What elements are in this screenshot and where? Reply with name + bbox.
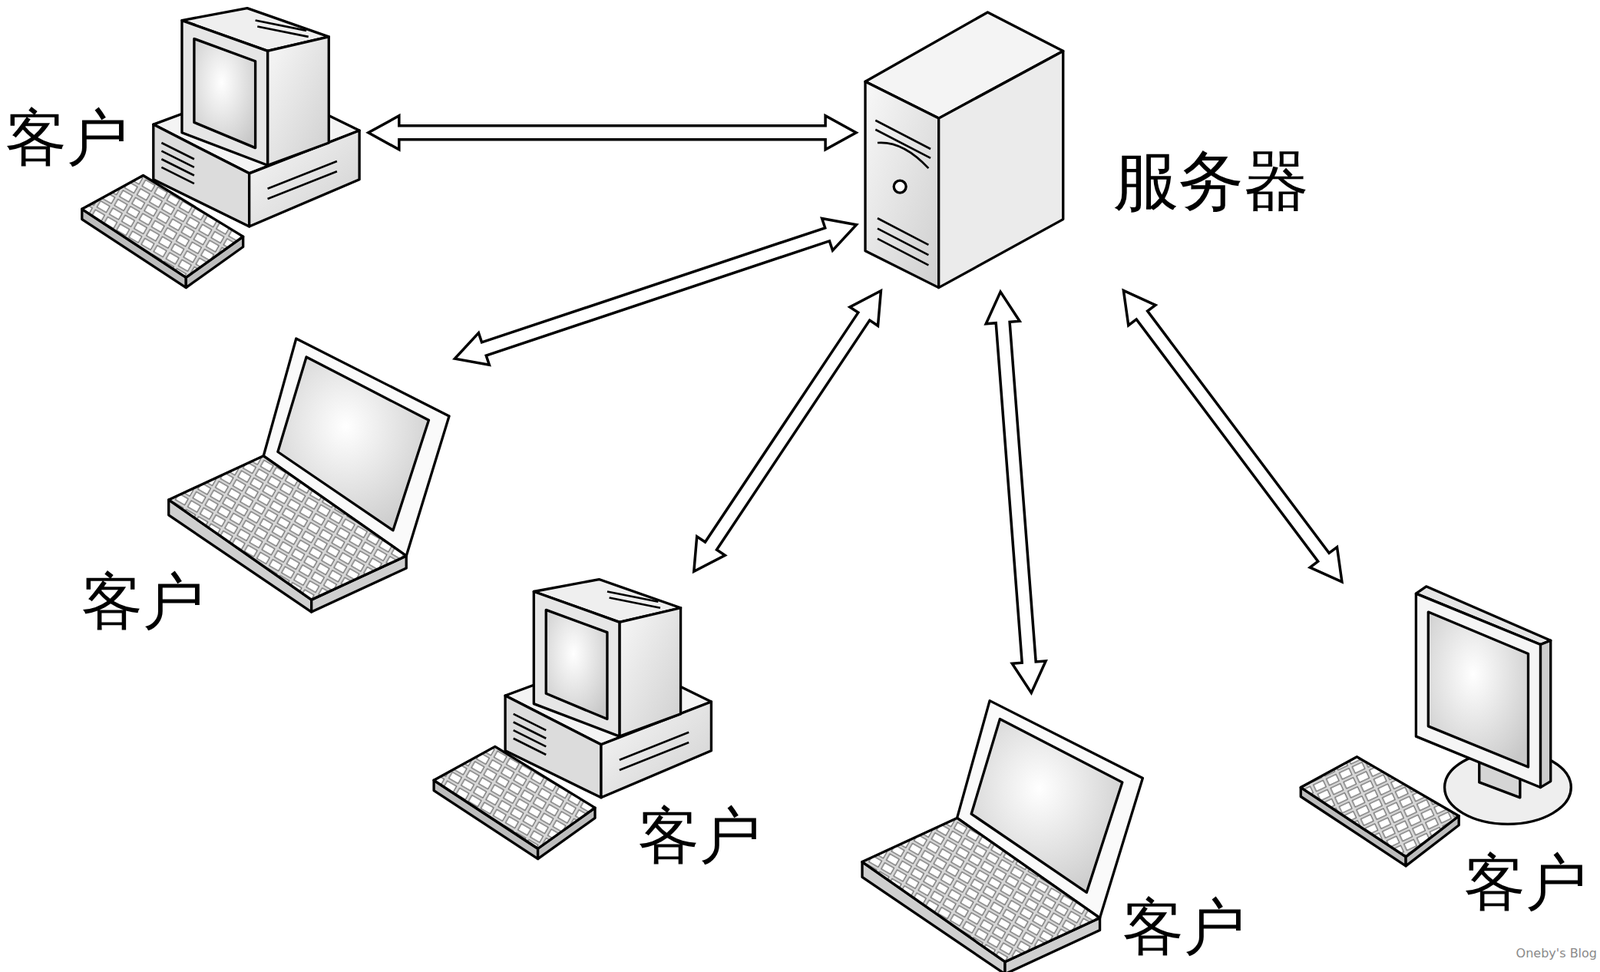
double-arrow	[454, 218, 857, 366]
double-arrow	[1123, 290, 1343, 582]
client-desktop: 客户	[5, 5, 363, 286]
client-laptop: 客户	[862, 698, 1250, 966]
device-label: 客户	[1122, 896, 1246, 959]
watermark: Oneby's Blog	[1516, 947, 1597, 960]
device-label: 服务器	[1113, 148, 1310, 214]
device-label: 客户	[638, 805, 761, 867]
client-laptop: 客户	[81, 337, 449, 636]
double-arrow	[694, 290, 882, 572]
double-arrow	[368, 115, 857, 150]
device-label: 客户	[5, 107, 129, 169]
double-arrow	[985, 291, 1046, 693]
server-tower: 服务器	[862, 5, 1313, 286]
device-label: 客户	[1464, 852, 1587, 914]
device-label: 客户	[81, 571, 205, 633]
client-desktop: 客户	[433, 576, 764, 870]
client-monitor: 客户	[1301, 586, 1596, 916]
